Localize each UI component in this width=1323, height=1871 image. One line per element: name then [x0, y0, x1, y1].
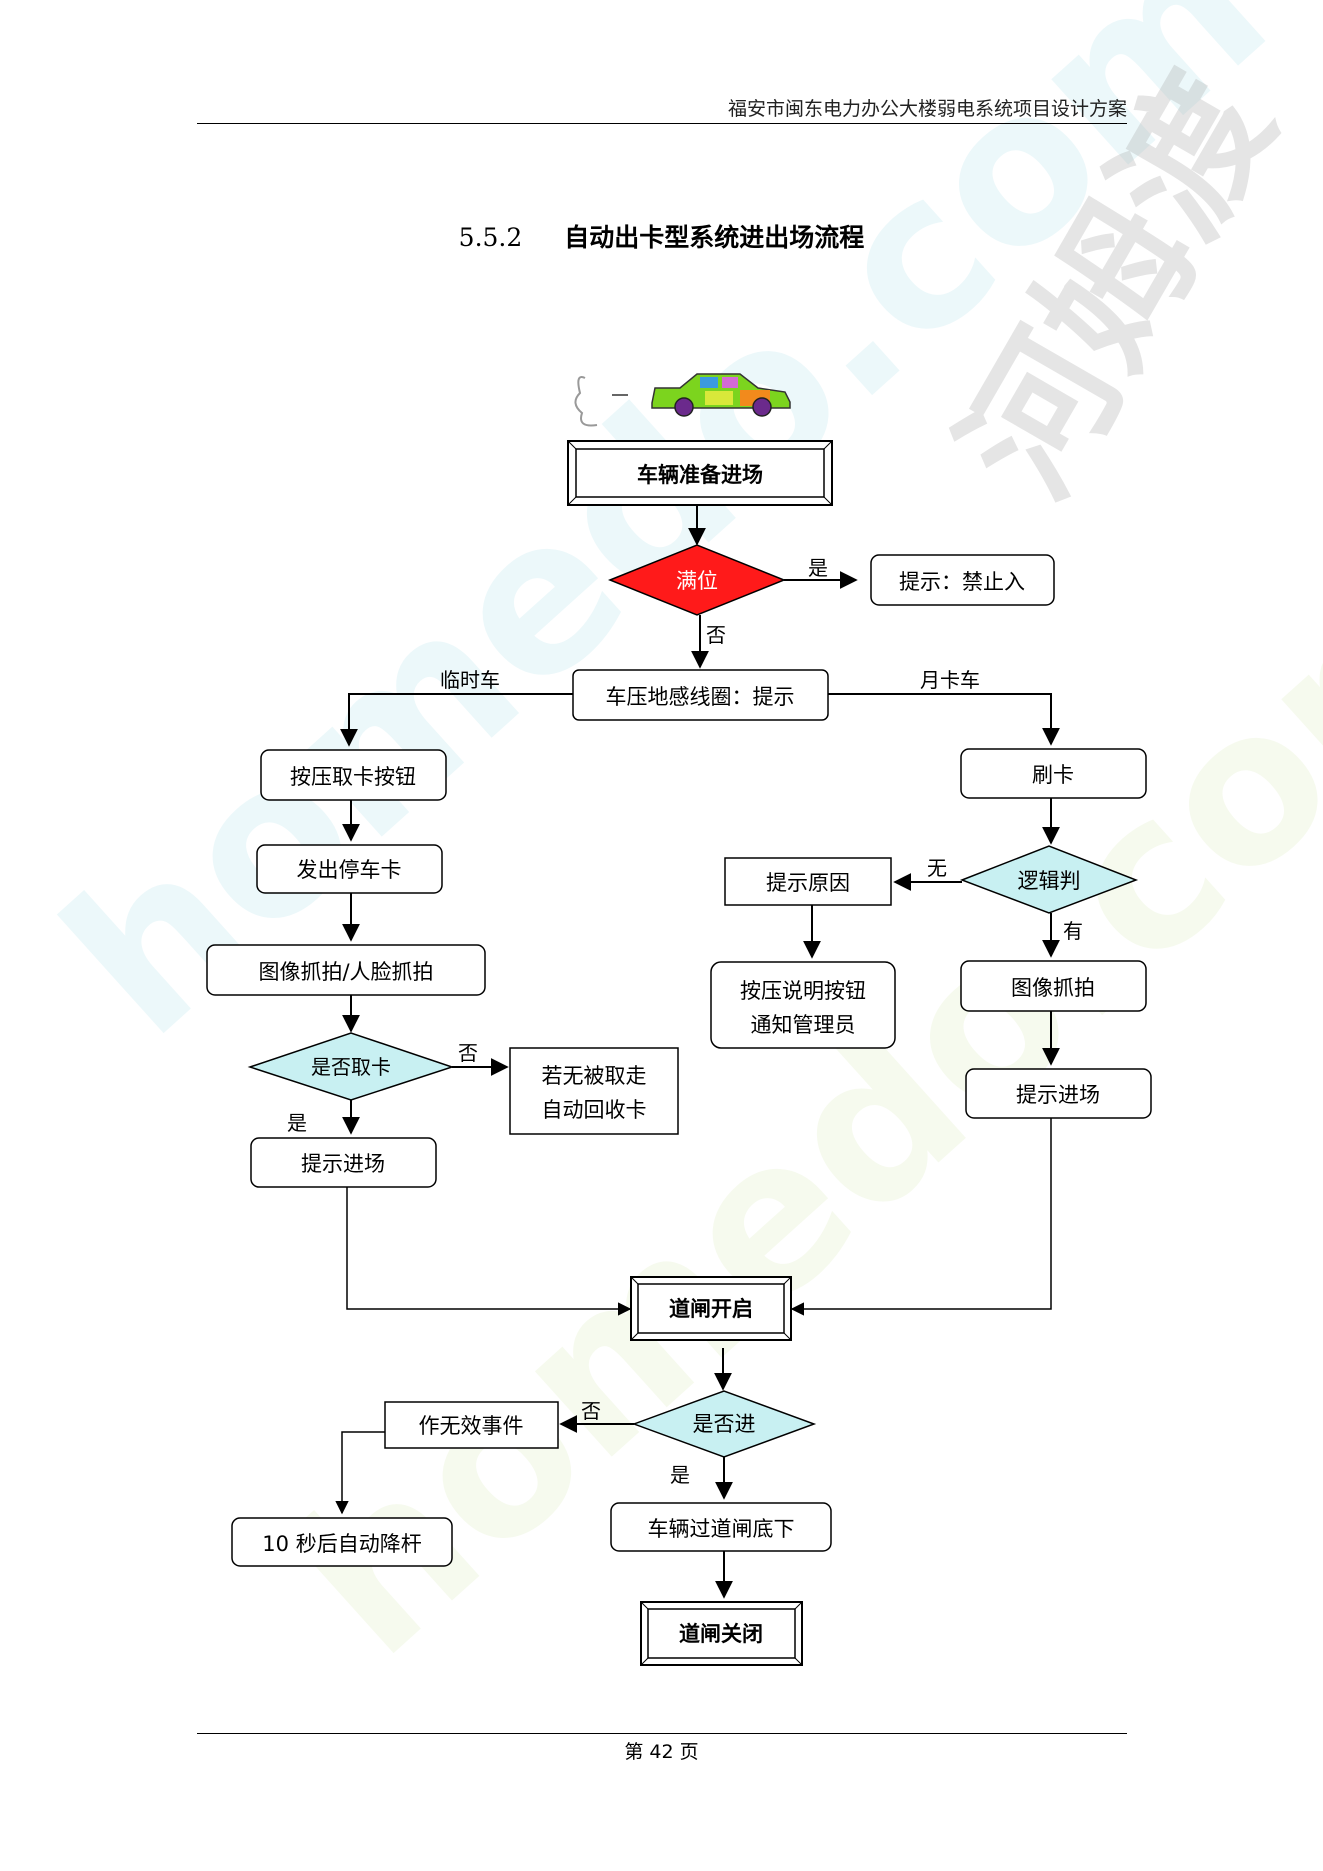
auto-lower-box: [231, 1517, 453, 1567]
full-yes-label: 是: [808, 556, 828, 580]
entered-no-label: 否: [581, 1399, 601, 1423]
press-button-label: 按压取卡按钮: [290, 765, 416, 789]
enter-left-label: 提示进场: [301, 1152, 385, 1176]
enter-left-box: [250, 1137, 437, 1188]
temp-car-label: 临时车: [440, 668, 500, 692]
img-capture-label: 图像抓拍: [1011, 976, 1095, 1000]
footer-rule: [197, 1733, 1127, 1734]
section-title: 自动出卡型系统进出场流程: [564, 223, 865, 252]
car-icon: [574, 373, 791, 427]
entered-yes-label: 是: [670, 1463, 690, 1487]
recycle-box: [509, 1047, 679, 1135]
full-no-label: 否: [706, 623, 726, 647]
forbid-box: [870, 554, 1055, 606]
explain-label-1: 按压说明按钮: [740, 979, 866, 1003]
section-heading: 5.5.2 自动出卡型系统进出场流程: [0, 218, 1323, 254]
swipe-box: [960, 748, 1147, 799]
loop-label: 车压地感线圈：提示: [606, 685, 795, 709]
logic-has-label: 有: [1063, 919, 1083, 943]
explain-box: [710, 961, 896, 1049]
explain-label-2: 通知管理员: [751, 1013, 856, 1037]
take-yes-label: 是: [287, 1111, 307, 1135]
issue-card-label: 发出停车卡: [297, 858, 402, 882]
recycle-label-1: 若无被取走: [542, 1064, 647, 1088]
swipe-label: 刷卡: [1032, 763, 1074, 787]
invalid-label: 作无效事件: [419, 1414, 524, 1438]
pass-gate-label: 车辆过道闸底下: [648, 1517, 795, 1541]
gate-open-label: 道闸开启: [669, 1297, 753, 1321]
reason-label: 提示原因: [766, 871, 850, 895]
entered-diamond: [631, 1390, 817, 1458]
start-box: 车辆准备进场: [567, 440, 833, 506]
take-no-label: 否: [458, 1041, 478, 1065]
start-label: 车辆准备进场: [637, 463, 763, 487]
img-capture-box: [960, 960, 1147, 1012]
logic-none-label: 无: [927, 856, 947, 880]
enter-right-box: [965, 1068, 1152, 1119]
month-car-label: 月卡车: [920, 668, 980, 692]
pass-gate-box: [610, 1502, 832, 1552]
recycle-label-2: 自动回收卡: [542, 1098, 647, 1122]
logic-label: 逻辑判: [1018, 869, 1081, 893]
gate-open-box: 道闸开启: [630, 1276, 792, 1341]
issue-card-box: [256, 844, 443, 894]
auto-lower-label: 10 秒后自动降杆: [262, 1532, 421, 1556]
logic-diamond: [959, 845, 1139, 914]
header-rule: [197, 123, 1127, 124]
page-number: 第 42 页: [624, 1741, 699, 1763]
forbid-label: 提示：禁止入: [899, 570, 1025, 594]
take-card-label: 是否取卡: [311, 1055, 391, 1079]
reason-box: [724, 857, 892, 906]
press-button-box: [260, 749, 447, 801]
section-number: 5.5.2: [458, 223, 523, 252]
page-header: 福安市闽东电力办公大楼弱电系统项目设计方案: [727, 98, 1127, 120]
capture-box: [206, 944, 486, 996]
entered-label: 是否进: [693, 1412, 756, 1436]
enter-right-label: 提示进场: [1016, 1083, 1100, 1107]
invalid-box: [384, 1401, 559, 1449]
gate-close-label: 道闸关闭: [679, 1622, 763, 1646]
gate-close-box: 道闸关闭: [640, 1601, 803, 1666]
full-check-label: 满位: [676, 569, 718, 593]
capture-label: 图像抓拍/人脸抓拍: [258, 960, 433, 984]
